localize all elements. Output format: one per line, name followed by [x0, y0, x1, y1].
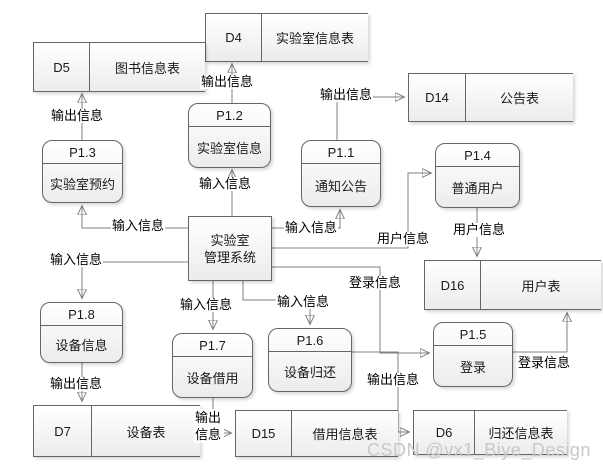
process-p1-8: P1.8 设备信息 [40, 302, 123, 363]
flow-label-system-p1-3: 输入信息 [111, 218, 166, 233]
entity-name-line: 实验室 [210, 232, 250, 248]
flow-label-system-p1-4: 用户信息 [376, 231, 431, 246]
flow-label-p1-1-d14: 输出信息 [319, 87, 374, 102]
datastore-name: 用户表 [521, 278, 561, 294]
flow-line-p1-1-to-d14 [336, 97, 404, 140]
flow-label-system-p1-1: 输入信息 [284, 220, 339, 235]
process-name: 通知公告 [314, 178, 367, 194]
flow-line-p1-6-to-d6 [352, 351, 409, 432]
datastore-d5: D5 图书信息表 [33, 42, 205, 92]
process-name: 设备归还 [283, 365, 336, 380]
datastore-d16: D16 用户表 [424, 260, 601, 310]
flow-label-p1-2-d4: 输出信息 [200, 74, 255, 89]
entity-name-line: 管理系统 [203, 249, 256, 265]
datastore-id: D16 [424, 261, 481, 309]
process-id: P1.2 [189, 104, 270, 127]
process-p1-2: P1.2 实验室信息 [188, 103, 271, 168]
flow-label-p1-3-d5: 输出信息 [50, 108, 105, 123]
flow-label-p1-8-d7: 输出信息 [49, 376, 104, 391]
process-name: 登录 [459, 359, 486, 375]
datastore-d15: D15 借用信息表 [235, 410, 398, 457]
process-id: P1.6 [269, 329, 351, 352]
datastore-id: D6 [413, 411, 475, 454]
process-name: 设备借用 [186, 370, 239, 386]
process-p1-7: P1.7 设备借用 [172, 333, 253, 398]
flow-label-system-p1-6: 输入信息 [276, 294, 331, 309]
datastore-d6: D6 归还信息表 [413, 410, 567, 455]
flow-label-system-p1-2: 输入信息 [198, 176, 253, 191]
flow-label-system-p1-7: 输入信息 [179, 297, 234, 312]
process-name: 设备信息 [55, 337, 108, 353]
flow-label-p1-6-d6: 输出信息 [366, 372, 421, 387]
datastore-d14: D14 公告表 [408, 73, 573, 122]
datastore-id: D7 [33, 406, 92, 456]
flow-label-system-p1-8: 输入信息 [49, 252, 104, 267]
datastore-id: D15 [235, 411, 292, 456]
process-name: 实验室信息 [196, 140, 262, 156]
datastore-id: D14 [408, 74, 466, 121]
process-id: P1.7 [173, 334, 252, 357]
process-name: 实验室预约 [49, 176, 115, 192]
process-p1-5: P1.5 登录 [433, 322, 513, 387]
flow-label-system-p1-5: 登录信息 [348, 275, 403, 290]
flow-label-p1-4-d16: 用户信息 [452, 222, 507, 237]
datastore-d4: D4 实验室信息表 [205, 13, 368, 62]
datastore-name: 归还信息表 [488, 426, 554, 441]
process-p1-3: P1.3 实验室预约 [42, 140, 123, 203]
datastore-id: D4 [205, 14, 262, 61]
process-id: P1.8 [41, 303, 122, 326]
external-entity-lab-system: 实验室 管理系统 [188, 216, 272, 281]
datastore-name: 借用信息表 [312, 427, 378, 442]
process-name: 普通用户 [451, 180, 504, 196]
process-p1-6: P1.6 设备归还 [268, 328, 352, 392]
datastore-id: D5 [33, 43, 90, 91]
flow-line-system-to-p1-5 [272, 266, 429, 353]
process-p1-1: P1.1 通知公告 [301, 140, 381, 207]
datastore-d7: D7 设备表 [33, 405, 200, 457]
datastore-name: 设备表 [126, 424, 166, 440]
flow-line-system-to-p1-4 [272, 173, 431, 249]
process-id: P1.1 [302, 141, 380, 164]
watermark: CSDN @vx1_Biye_Design [367, 440, 591, 460]
flow-line-p1-5-to-d16 [513, 313, 567, 353]
process-id: P1.5 [434, 323, 512, 346]
datastore-name: 公告表 [499, 91, 539, 106]
flow-label-p1-5-d16: 登录信息 [517, 355, 572, 370]
datastore-name: 实验室信息表 [275, 31, 354, 46]
process-p1-4: P1.4 普通用户 [435, 143, 520, 208]
process-id: P1.4 [436, 144, 519, 167]
datastore-name: 图书信息表 [114, 60, 180, 76]
flow-line-system-to-p1-8 [82, 261, 188, 298]
flow-label-p1-7-d15: 输出信息 [194, 409, 224, 443]
process-id: P1.3 [43, 141, 122, 164]
